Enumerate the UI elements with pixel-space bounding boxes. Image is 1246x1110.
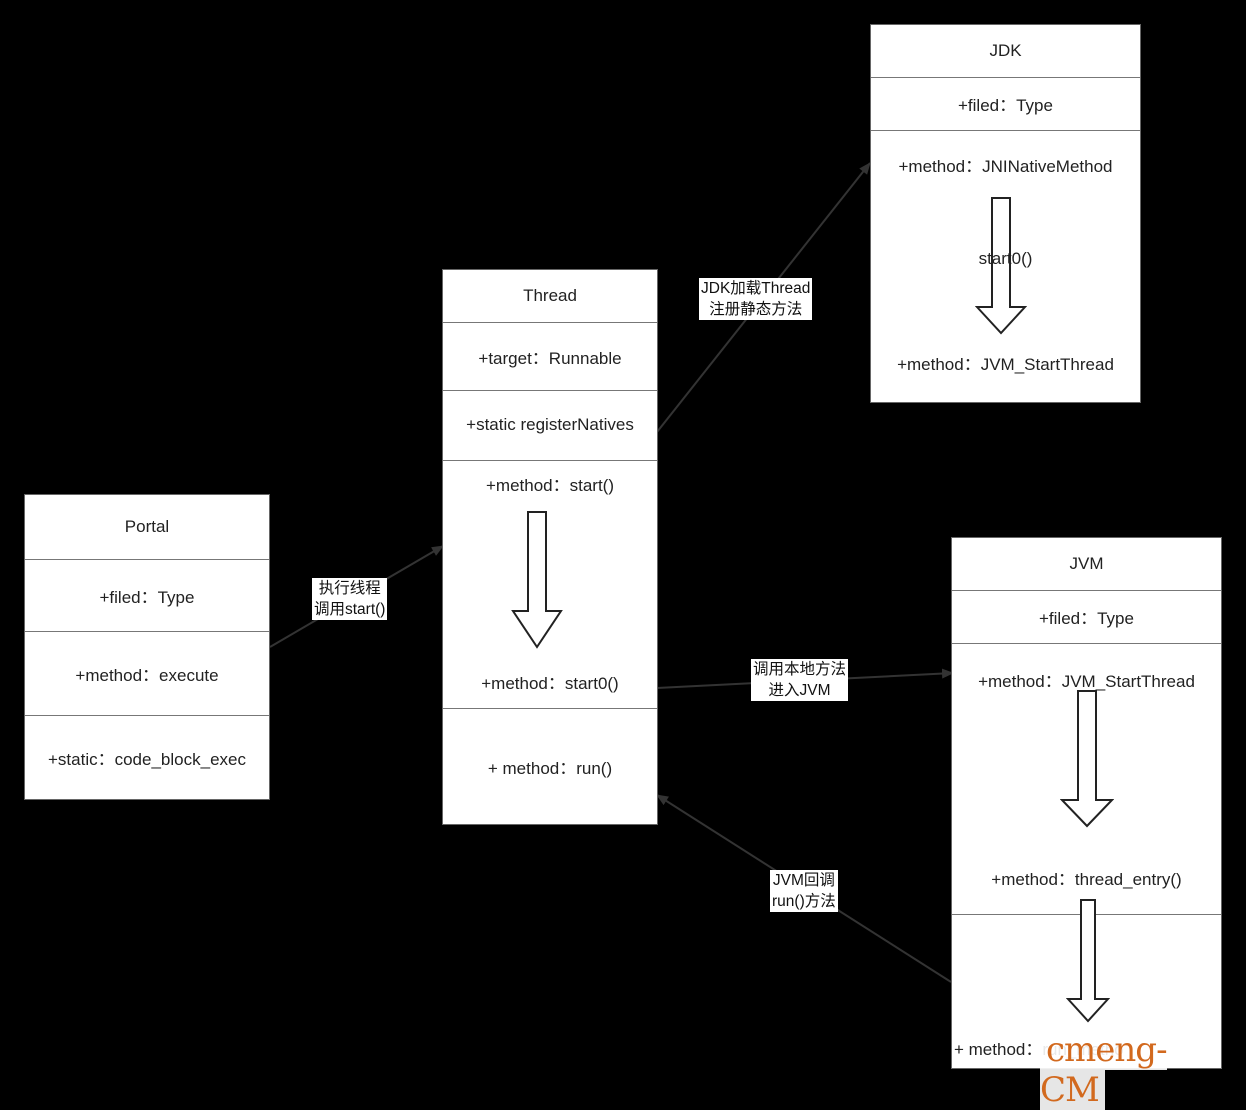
down-arrow-icon [511,511,563,649]
watermark-logo: cmeng-CM [1040,1030,1230,1110]
portal-field: +filed：Type [99,587,195,607]
edge-label-line: JDK加载Thread [701,280,811,297]
edge-label-line: 进入JVM [768,682,831,699]
divider [25,559,269,560]
thread-title: Thread [523,286,577,305]
edge-label-line: JVM回调 [772,872,835,889]
jvm-class-box: JVM +filed：Type +method：JVM_StartThread … [951,537,1222,1069]
edge-label-line: 调用本地方法 [753,661,847,678]
edge-label-thread-jvm: 调用本地方法 进入JVM [751,659,849,701]
thread-target-field: +target：Runnable [478,348,622,368]
edge-label-line: run()方法 [772,893,836,910]
edge-label-line: 执行线程 [318,580,381,597]
jdk-start0-label: start0() [978,249,1033,268]
thread-method-run: + method：run() [487,758,613,778]
thread-register-natives: +static registerNatives [466,415,634,434]
edge-label-portal-thread: 执行线程 调用start() [312,578,388,620]
divider [443,390,657,391]
portal-title: Portal [124,517,170,536]
divider [25,631,269,632]
thread-class-box: Thread +target：Runnable +static register… [442,269,658,825]
edge-label-thread-jdk: JDK加载Thread 注册静态方法 [699,278,813,320]
jdk-title: JDK [989,41,1022,60]
divider [952,590,1221,591]
thread-method-start0: +method：start0() [481,673,619,693]
divider [952,643,1221,644]
divider [25,715,269,716]
divider [443,460,657,461]
portal-method-execute: +method：execute [75,665,219,685]
down-arrow-icon [1066,899,1110,1023]
down-arrow-icon [975,197,1027,335]
watermark-text: cmeng-CM [1040,1030,1168,1110]
down-arrow-icon [1060,690,1114,828]
portal-class-box: Portal +filed：Type +method：execute +stat… [24,494,270,800]
jvm-title: JVM [1069,554,1104,573]
divider [443,322,657,323]
jvm-method-startthread: +method：JVM_StartThread [978,671,1195,691]
jvm-method-thread-entry: +method：thread_entry() [991,869,1182,889]
jvm-field: +filed：Type [1039,609,1134,628]
edge-label-jvm-thread: JVM回调 run()方法 [770,870,838,912]
jdk-method-jvm-startthread: +method：JVM_StartThread [897,354,1114,374]
jdk-class-box: JDK +filed：Type +method：JNINativeMethod … [870,24,1141,403]
divider [443,708,657,709]
edge-label-line: 注册静态方法 [709,301,803,318]
portal-static-code-block: +static：code_block_exec [48,749,246,769]
jdk-field: +filed：Type [958,96,1053,115]
jdk-method-jninativemethod: +method：JNINativeMethod [898,156,1113,176]
edge-label-line: 调用start() [314,601,386,618]
divider [871,130,1140,131]
thread-method-start: +method：start() [485,475,614,495]
divider [871,77,1140,78]
